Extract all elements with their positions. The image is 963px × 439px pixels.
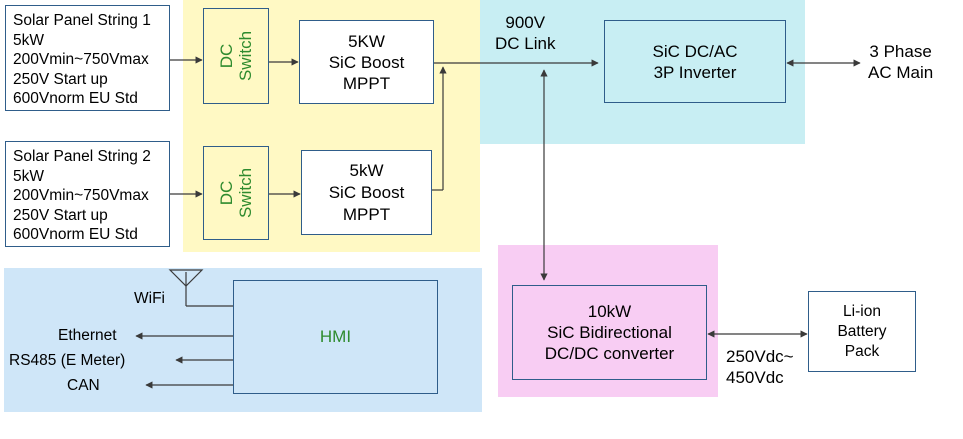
battery-pack: Pack bbox=[844, 342, 880, 360]
boost-1-name: SiC Boost bbox=[328, 52, 405, 72]
inverter-type: 3P Inverter bbox=[653, 62, 737, 82]
bidirectional-type: DC/DC converter bbox=[544, 344, 675, 363]
string1-title: Solar Panel String 1 bbox=[13, 12, 151, 29]
string1-startup: 250V Start up bbox=[13, 70, 108, 88]
battery-voltage-label: 250Vdc~ 450Vdc bbox=[726, 346, 794, 388]
dc-link-voltage: 900V bbox=[505, 13, 546, 32]
dc-switch-1-box: DC Switch bbox=[203, 8, 269, 104]
bidirectional-power: 10kW bbox=[587, 302, 632, 321]
inverter-box: SiC DC/AC 3P Inverter bbox=[604, 20, 786, 103]
inverter-name: SiC DC/AC bbox=[652, 41, 738, 61]
boost-1-box: 5KW SiC Boost MPPT bbox=[299, 20, 434, 104]
bidirectional-converter-box: 10kW SiC Bidirectional DC/DC converter bbox=[512, 285, 707, 380]
dc-link-name: DC Link bbox=[495, 34, 556, 53]
string2-range: 200Vmin~750Vmax bbox=[13, 187, 149, 204]
boost-1-mppt: MPPT bbox=[342, 73, 391, 93]
string2-norm: 600Vnorm EU Std bbox=[13, 226, 138, 243]
string2-startup: 250V Start up bbox=[13, 206, 108, 224]
dc-switch-2-box: DC Switch bbox=[203, 146, 269, 240]
ac-main-phase: 3 Phase bbox=[869, 42, 932, 61]
solar-string-1-box: Solar Panel String 1 5kW 200Vmin~750Vmax… bbox=[5, 5, 170, 111]
battery-box: Li-ion Battery Pack bbox=[808, 291, 916, 372]
battery-voltage-min: 250Vdc~ bbox=[726, 347, 794, 366]
string1-norm: 600Vnorm EU Std bbox=[13, 90, 138, 107]
string1-range: 200Vmin~750Vmax bbox=[13, 51, 149, 68]
ac-main-label: 3 Phase AC Main bbox=[868, 41, 933, 83]
bidirectional-name: SiC Bidirectional bbox=[547, 323, 672, 342]
antenna-icon bbox=[168, 269, 204, 287]
string1-power: 5kW bbox=[13, 31, 44, 49]
dc-switch-1-dc: DC bbox=[217, 43, 236, 69]
battery-name: Battery bbox=[837, 322, 887, 340]
boost-1-power: 5KW bbox=[348, 31, 385, 51]
boost-2-name: SiC Boost bbox=[328, 182, 405, 202]
can-label: CAN bbox=[67, 377, 100, 394]
dc-switch-2-dc: DC bbox=[217, 180, 236, 206]
wifi-label: WiFi bbox=[134, 290, 165, 307]
boost-2-mppt: MPPT bbox=[342, 204, 391, 224]
dc-switch-1-switch: Switch bbox=[236, 30, 255, 82]
string2-power: 5kW bbox=[13, 167, 44, 185]
rs485-label: RS485 (E Meter) bbox=[9, 352, 126, 369]
ethernet-label: Ethernet bbox=[58, 327, 117, 344]
string2-title: Solar Panel String 2 bbox=[13, 148, 151, 165]
hmi-label: HMI bbox=[319, 327, 352, 346]
solar-string-2-box: Solar Panel String 2 5kW 200Vmin~750Vmax… bbox=[5, 141, 170, 247]
dc-switch-2-switch: Switch bbox=[236, 167, 255, 219]
ac-main-name: AC Main bbox=[868, 63, 934, 82]
battery-chem: Li-ion bbox=[843, 302, 881, 320]
battery-voltage-max: 450Vdc bbox=[726, 368, 784, 387]
boost-2-power: 5kW bbox=[349, 160, 384, 180]
hmi-box: HMI bbox=[233, 280, 438, 394]
dc-link-label: 900V DC Link bbox=[495, 12, 555, 54]
boost-2-box: 5kW SiC Boost MPPT bbox=[301, 150, 432, 235]
